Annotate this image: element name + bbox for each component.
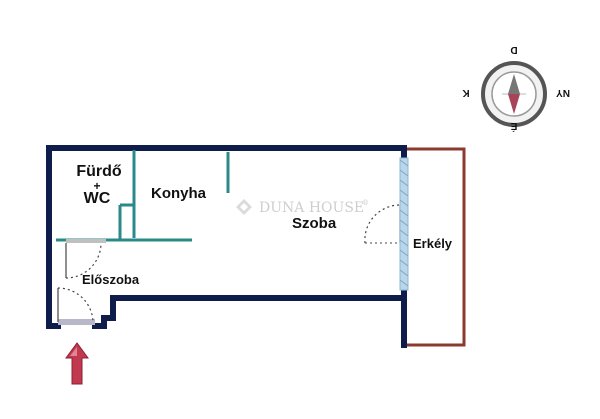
- compass-south-label: D: [510, 44, 517, 55]
- outer-walls: [46, 145, 407, 348]
- entrance-door: [57, 287, 95, 325]
- watermark-registered-mark: ®: [362, 199, 369, 207]
- room-label-hall: Előszoba: [82, 272, 140, 287]
- compass-east-label: K: [462, 87, 470, 98]
- balcony-outline: [404, 147, 466, 347]
- balcony-door: [364, 204, 401, 244]
- room-label-kitchen: Konyha: [151, 185, 207, 202]
- compass-north-label: É: [510, 120, 517, 133]
- duna-house-logo-icon: [236, 199, 252, 215]
- room-label-balcony: Erkély: [413, 236, 453, 251]
- room-label-plus: +: [93, 179, 100, 193]
- room-label-room: Szoba: [292, 215, 337, 232]
- compass-icon: É D K NY: [462, 44, 570, 133]
- entrance-arrow-icon: [65, 342, 89, 385]
- watermark-brand: DUNA HOUSE: [259, 200, 364, 216]
- room-label-wc: WC: [84, 190, 111, 207]
- bathroom-door: [65, 239, 106, 279]
- watermark: DUNA HOUSE ®: [236, 199, 369, 216]
- compass-west-label: NY: [556, 87, 570, 98]
- room-label-bathroom: Fürdő: [76, 163, 122, 180]
- window: [399, 157, 409, 291]
